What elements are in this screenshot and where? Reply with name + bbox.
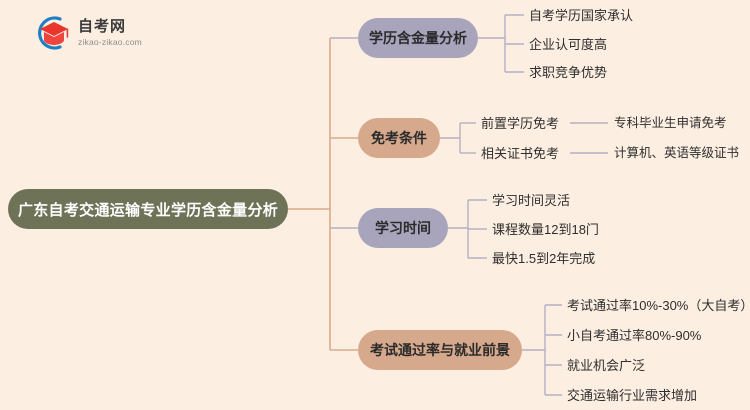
site-logo: 自考网 zikao-zikao.com <box>30 10 170 56</box>
mindmap-leaf-4-2[interactable]: 小自考通过率80%-90% <box>567 328 702 343</box>
mindmap-leaf-4-3[interactable]: 就业机会广泛 <box>567 358 646 373</box>
logo-mark <box>30 13 74 53</box>
graduation-cap-icon <box>40 22 69 45</box>
mindmap-leaf-4-4[interactable]: 交通运输行业需求增加 <box>567 388 698 403</box>
mindmap-branch-label-1: 学历含金量分析 <box>369 30 467 46</box>
mindmap-leaf-3-1[interactable]: 学习时间灵活 <box>492 193 571 208</box>
mindmap-branch-label-4: 考试通过率与就业前景 <box>370 342 510 358</box>
logo-text-block: 自考网 zikao-zikao.com <box>78 19 142 46</box>
logo-domain: zikao-zikao.com <box>78 37 142 48</box>
mindmap-branch-node-3[interactable]: 学习时间 <box>358 208 448 248</box>
mindmap-branch-node-2[interactable]: 免考条件 <box>358 118 440 158</box>
logo-arc-icon <box>38 16 62 50</box>
mindmap-branch-node-1[interactable]: 学历含金量分析 <box>358 18 478 58</box>
mindmap-root-node[interactable]: 广东自考交通运输专业学历含金量分析 <box>8 189 288 229</box>
mindmap-leaf-1-2[interactable]: 企业认可度高 <box>529 37 608 52</box>
mindmap-leaf-2-1[interactable]: 前置学历免考 <box>481 116 560 131</box>
mindmap-branch-node-4[interactable]: 考试通过率与就业前景 <box>358 330 522 370</box>
mindmap-subleaf-2-2[interactable]: 计算机、英语等级证书 <box>614 146 740 160</box>
mindmap-leaf-2-2[interactable]: 相关证书免考 <box>481 146 560 161</box>
mindmap-subleaf-2-1[interactable]: 专科毕业生申请免考 <box>614 116 727 130</box>
mindmap-leaf-3-3[interactable]: 最快1.5到2年完成 <box>492 251 596 266</box>
mindmap-branch-label-3: 学习时间 <box>375 220 431 236</box>
mindmap-leaf-1-1[interactable]: 自考学历国家承认 <box>529 8 634 23</box>
mindmap-leaf-3-2[interactable]: 课程数量12到18门 <box>492 222 599 237</box>
mindmap-root-label: 广东自考交通运输专业学历含金量分析 <box>17 201 279 219</box>
mindmap-leaf-4-1[interactable]: 考试通过率10%-30%（大自考） <box>567 298 750 313</box>
logo-title: 自考网 <box>78 18 127 36</box>
mindmap-leaf-1-3[interactable]: 求职竞争优势 <box>529 65 608 80</box>
mindmap-branch-label-2: 免考条件 <box>371 130 427 146</box>
